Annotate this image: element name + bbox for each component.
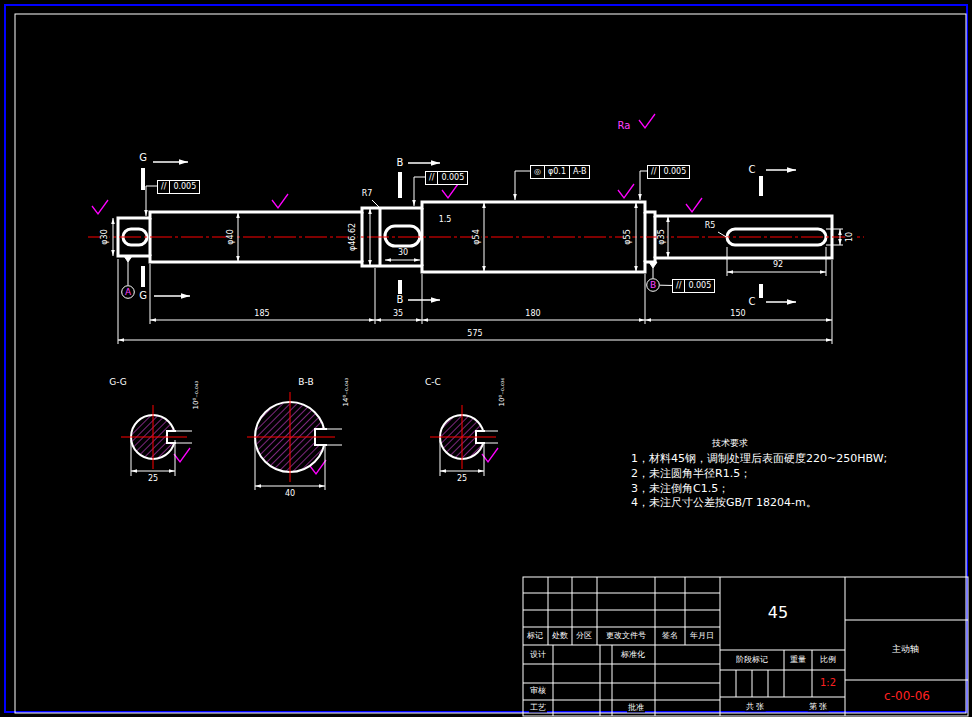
dimension-text: 10⁰₋₀.₀₃₆ [498,377,506,408]
section-letter: C [748,296,757,308]
frame-text: 0.005 [437,172,467,184]
dimension-text: 25 [147,474,159,483]
frame-text: B [646,278,660,292]
title-block-cell: 比例 [819,655,837,664]
frame-text: φ0.1 [544,166,569,178]
technical-note: 2，未注圆角半径R1.5； [630,468,752,481]
section-letter: B [396,157,405,169]
title-block-cell: 主动轴 [891,644,920,654]
section-title: B-B [297,377,314,387]
dimension-text: φ54 [472,228,481,245]
section-letter: G [138,290,148,302]
datum-circle: B [646,278,660,292]
title-block-cell: 签名 [661,631,679,640]
title-block-cell: 1:2 [819,677,837,689]
dimension-text: φ30 [100,228,109,245]
notes-heading: 技术要求 [711,438,749,448]
title-block-cell: 阶段标记 [735,655,769,664]
frame-text: // [158,181,169,193]
dimension-text: φ46.62 [348,222,357,252]
title-block-cell: 处数 [551,631,569,640]
frame-text: ◎ [531,166,544,178]
dimension-text: 40 [284,489,296,498]
dimension-text: 150 [729,309,746,318]
dimension-text: 92 [772,260,784,269]
title-block-cell: 45 [767,604,789,622]
frame-text: A-B [569,166,589,178]
connector-line [660,285,672,286]
title-block-cell: 审核 [529,686,547,695]
title-block-cell: 标记 [526,631,544,640]
tolerance-frame: //0.005 [647,165,690,179]
title-block-cell: 第 张 [808,702,829,711]
roughness-note: Ra [617,120,632,132]
dimension-text: 30 [397,248,409,257]
tolerance-frame: //0.005 [157,180,200,194]
section-title: G-G [108,377,128,387]
title-block-cell: 批准 [627,703,645,712]
dimension-text: 35 [392,309,404,318]
technical-note: 1，材料45钢，调制处理后表面硬度220~250HBW; [630,453,888,466]
frame-text: // [673,280,684,292]
technical-note: 4，未注尺寸公差按GB/T 18204-m。 [630,497,818,510]
frame-text: 0.005 [169,181,199,193]
dimension-text: 10⁰₋₀.₀₄₃ [192,380,200,411]
dimension-text: R5 [704,221,717,230]
frame-text: // [648,166,659,178]
tolerance-frame: ◎φ0.1A-B [530,165,590,179]
frame-text: A [121,285,135,299]
title-block-cell: 重量 [789,655,807,664]
frame-text: 0.005 [659,166,689,178]
frame-text: // [426,172,437,184]
title-block-cell: 工艺 [529,703,547,712]
tolerance-frame: //0.005 [425,171,468,185]
dimension-text: R7 [361,189,374,198]
dimension-text: 10 [845,231,854,243]
dimension-text: φ55 [623,228,632,245]
title-block-cell: 年月日 [689,631,715,640]
dimension-text: 575 [466,329,483,338]
dimension-text: 185 [253,309,270,318]
title-block-cell: 设计 [529,650,547,659]
dimension-text: 180 [524,309,541,318]
frame-text: 0.005 [684,280,714,292]
dimension-text: φ40 [226,228,235,245]
datum-circle: A [121,285,135,299]
title-block-cell: c-00-06 [883,690,931,704]
dimension-text: 1.5 [438,215,453,224]
dimension-text: φ35 [657,228,666,245]
tolerance-frame: //0.005 [672,279,715,293]
title-block-cell: 分区 [575,631,593,640]
technical-note: 3，未注倒角C1.5； [630,483,730,496]
dimension-text: 25 [456,474,468,483]
section-title: C-C [424,377,442,387]
title-block-cell: 标准化 [620,650,646,659]
section-letter: C [748,164,757,176]
section-letter: G [138,152,148,164]
title-block-cell: 共 张 [745,702,766,711]
title-block-cell: 更改文件号 [605,631,647,640]
dimension-text: 14⁰₋₀.₀₄₃ [342,377,350,408]
section-letter: B [396,294,405,306]
